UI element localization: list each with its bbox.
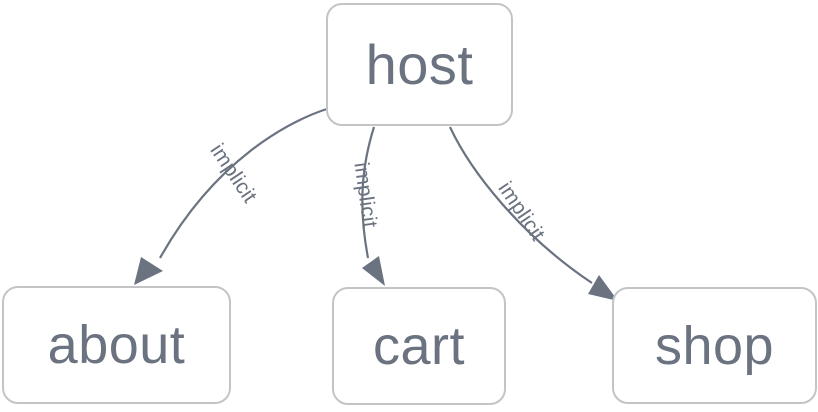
edge-host-shop[interactable]: implicit	[449, 126, 618, 301]
node-about-label: about	[47, 315, 186, 375]
node-cart-label: cart	[372, 316, 466, 376]
edge-host-cart-arrowhead	[362, 256, 385, 286]
edge-host-about-path	[159, 106, 331, 259]
node-cart[interactable]: cart	[332, 287, 506, 405]
node-host[interactable]: host	[326, 3, 513, 126]
node-shop-label: shop	[654, 315, 775, 376]
node-shop[interactable]: shop	[612, 287, 817, 404]
edge-host-about[interactable]: implicit	[134, 106, 331, 285]
edge-host-cart[interactable]: implicit	[349, 126, 385, 286]
edge-host-cart-label: implicit	[349, 161, 381, 229]
edge-host-about-arrowhead	[134, 257, 163, 285]
edge-host-cart-path	[361, 126, 376, 259]
edge-host-shop-arrowhead	[588, 275, 618, 301]
node-about[interactable]: about	[2, 286, 231, 404]
edge-host-shop-label: implicit	[493, 178, 549, 245]
node-host-label: host	[365, 32, 474, 96]
edge-host-shop-path	[449, 126, 593, 284]
